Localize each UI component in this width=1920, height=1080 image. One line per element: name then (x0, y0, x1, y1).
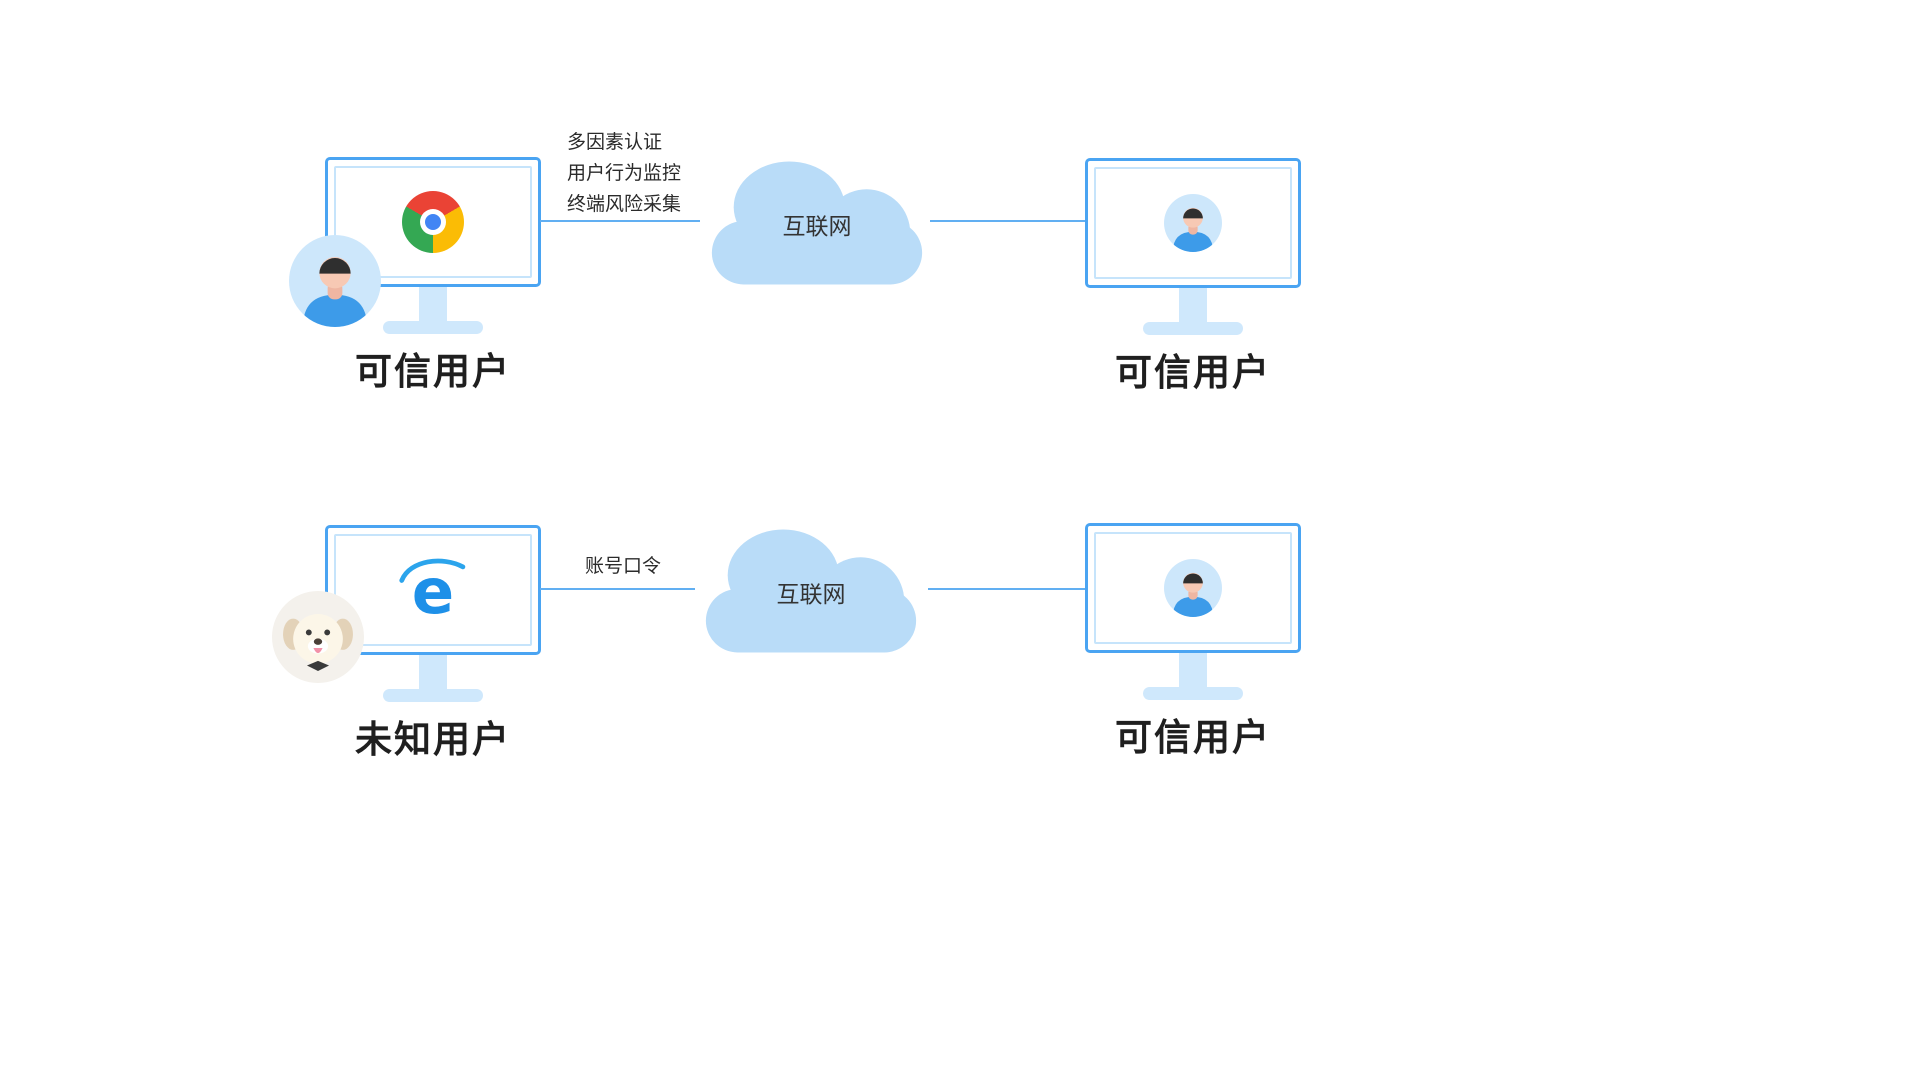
svg-text:e: e (412, 556, 454, 624)
cloud-shape (711, 161, 923, 285)
annotation-line: 终端风险采集 (567, 194, 682, 215)
person-avatar (1164, 194, 1222, 252)
monitor-stand-base (1143, 322, 1243, 335)
connection-line (930, 220, 1085, 222)
cloud-label: 互联网 (776, 580, 846, 607)
connection-annotations-top: 多因素认证 用户行为监控 终端风险采集 (567, 127, 681, 220)
device-bottom-right: 可信用户 (1085, 523, 1301, 758)
cloud-shape (705, 529, 917, 653)
monitor-stand-base (383, 689, 483, 702)
device-label: 可信用户 (1115, 352, 1271, 393)
device-top-right: 可信用户 (1085, 158, 1301, 393)
device-label: 可信用户 (1115, 717, 1271, 758)
connection-line (540, 588, 695, 590)
device-label: 可信用户 (355, 351, 511, 392)
device-label: 未知用户 (355, 719, 511, 760)
internet-explorer-browser-icon: e (397, 556, 469, 624)
annotation-line: 多因素认证 (567, 132, 663, 153)
monitor-frame (1085, 523, 1301, 653)
annotation-line: 账号口令 (585, 556, 662, 577)
monitor-stand-neck (1179, 653, 1207, 687)
dog-avatar (272, 591, 364, 683)
monitor-stand-neck (419, 655, 447, 689)
connection-line (928, 588, 1085, 590)
monitor-stand-base (383, 321, 483, 334)
person-avatar (289, 235, 381, 327)
internet-cloud-top: 互联网 (698, 147, 936, 297)
monitor-stand-base (1143, 687, 1243, 700)
chrome-browser-icon (402, 191, 464, 253)
connection-line (540, 220, 700, 222)
annotation-line: 用户行为监控 (567, 163, 682, 184)
monitor-frame (1085, 158, 1301, 288)
connection-annotations-bottom: 账号口令 (585, 551, 661, 582)
person-avatar (1164, 559, 1222, 617)
monitor-stand-neck (419, 287, 447, 321)
cloud-label: 互联网 (782, 212, 852, 239)
internet-cloud-bottom: 互联网 (692, 515, 930, 665)
monitor-stand-neck (1179, 288, 1207, 322)
